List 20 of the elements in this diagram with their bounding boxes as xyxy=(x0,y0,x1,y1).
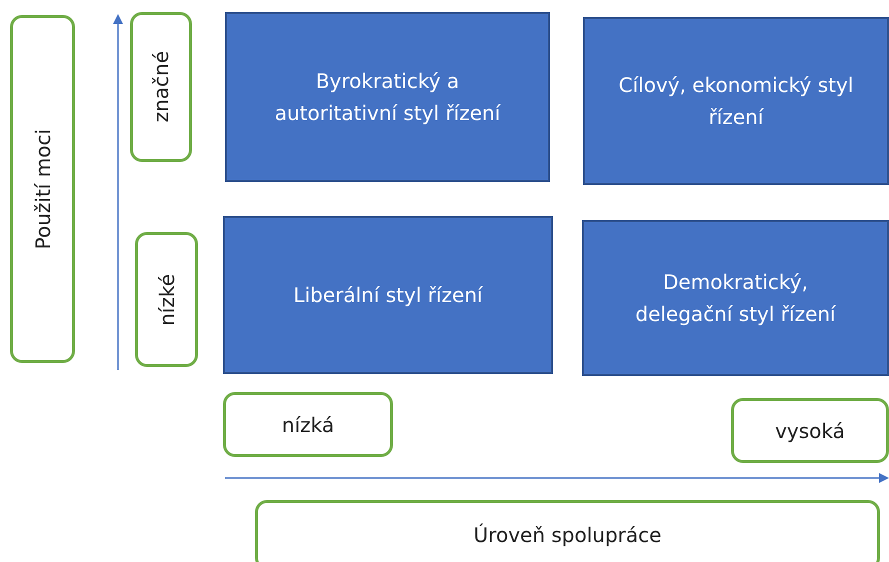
quadrant-box xyxy=(582,220,889,376)
quadrant-label: Liberální styl řízení xyxy=(293,282,483,309)
quadrant-box xyxy=(225,12,550,182)
label-box xyxy=(731,398,889,463)
quadrant-label: nízká xyxy=(282,412,334,436)
quadrant-label: Úroveň spolupráce xyxy=(474,523,662,547)
label-box xyxy=(10,15,75,363)
quadrant-box xyxy=(583,17,889,185)
label-box xyxy=(130,12,192,162)
quadrant-label: vysoká xyxy=(775,418,845,442)
axis-label: Použití moci xyxy=(30,128,54,250)
label-box xyxy=(255,500,880,562)
quadrant-label: Byrokratický a autoritativní styl řízení xyxy=(274,68,502,127)
quadrant-label: Demokratický, delegační styl řízení xyxy=(634,269,837,328)
axis-label: nízké xyxy=(154,274,178,326)
quadrant-box xyxy=(223,216,553,374)
quadrant-label: Cílový, ekonomický styl řízení xyxy=(618,72,854,131)
label-box xyxy=(223,392,393,457)
label-box xyxy=(135,232,198,367)
axis-label: značné xyxy=(149,51,173,123)
